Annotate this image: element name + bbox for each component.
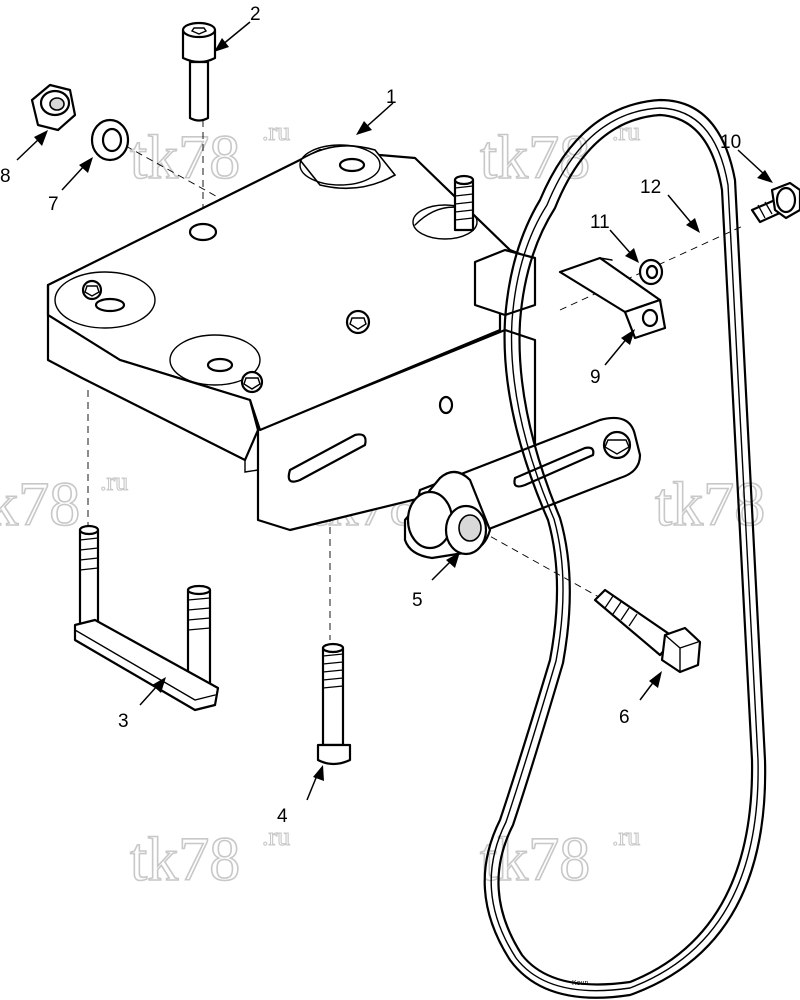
watermarks: tk78 .ru tk78 .ru tk78 .ru tk78 .ru tk78… xyxy=(0,116,766,894)
screw xyxy=(750,181,800,224)
callout-10: 10 xyxy=(720,132,741,153)
watermark-suffix: .ru xyxy=(100,467,128,496)
watermark-main: tk78 xyxy=(480,124,590,192)
watermark-main: tk78 xyxy=(0,471,80,539)
washer xyxy=(90,118,130,162)
callout-5: 5 xyxy=(412,590,423,611)
watermark-suffix: .ru xyxy=(262,822,290,851)
watermark-main: tk78 xyxy=(655,471,765,539)
callout-7: 7 xyxy=(48,194,59,215)
bolt-long xyxy=(593,588,702,674)
callout-1: 1 xyxy=(386,87,397,108)
callout-4: 4 xyxy=(277,806,288,827)
callout-3: 3 xyxy=(118,711,129,732)
u-bolt xyxy=(73,524,220,712)
callout-9: 9 xyxy=(590,367,601,388)
bolt xyxy=(316,642,352,766)
watermark-suffix: .ru xyxy=(262,117,290,146)
cap-screw xyxy=(181,21,217,122)
watermark-main: tk78 xyxy=(130,826,240,894)
leader-lines xyxy=(16,21,773,801)
callout-2: 2 xyxy=(250,4,261,25)
watermark-suffix: .ru xyxy=(612,117,640,146)
tensioner-pulley xyxy=(403,470,492,560)
callout-8: 8 xyxy=(0,166,11,187)
watermark-suffix: .ru xyxy=(612,822,640,851)
small-bracket xyxy=(558,256,667,340)
callout-11: 11 xyxy=(590,212,610,233)
callout-12: 12 xyxy=(640,177,661,198)
watermark-main: tk78 xyxy=(480,826,590,894)
drive-belt: Keun xyxy=(483,98,767,999)
nut xyxy=(30,83,77,132)
watermark-main: tk78 xyxy=(130,124,240,192)
washer-small xyxy=(638,258,664,286)
callout-labels: 1 2 3 4 5 6 7 8 9 10 11 12 xyxy=(0,4,741,827)
belt-marking: Keun xyxy=(572,980,588,987)
callout-6: 6 xyxy=(619,707,630,728)
